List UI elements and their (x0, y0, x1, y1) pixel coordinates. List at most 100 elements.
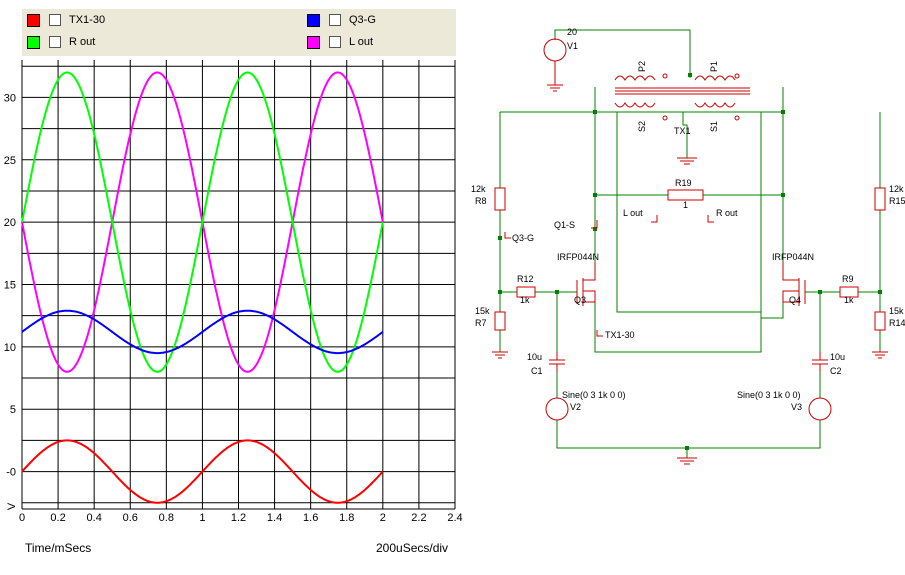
svg-text:12k: 12k (889, 184, 904, 194)
y-tick-label: 10 (4, 342, 16, 354)
r12-resistor-icon (516, 286, 536, 298)
r15-resistor-icon (874, 187, 886, 211)
x-tick-label: 1.8 (339, 512, 354, 524)
r9-resistor-icon (839, 286, 859, 298)
s2-coil-icon (614, 102, 656, 108)
x-tick-label: 0 (19, 512, 25, 524)
svg-text:R14: R14 (889, 318, 905, 328)
legend-checkbox[interactable] (49, 14, 61, 26)
legend-label: R out (69, 36, 96, 48)
svg-text:R12: R12 (517, 274, 534, 284)
q4-mosfet-icon (782, 262, 806, 306)
x-tick-label: 2 (380, 512, 386, 524)
x-tick-label: 0.6 (123, 512, 138, 524)
svg-text:TX1-30: TX1-30 (605, 330, 635, 340)
svg-text:L out: L out (623, 208, 643, 218)
svg-text:IRFP044N: IRFP044N (772, 252, 814, 262)
circuit-schematic: 20 V1 P2 P1 S2 S1 TX1 R19 1 L out R out … (471, 27, 905, 465)
svg-text:10u: 10u (527, 352, 542, 362)
svg-text:S2: S2 (637, 121, 647, 132)
legend-swatch (27, 35, 40, 49)
svg-text:V1: V1 (567, 41, 578, 51)
svg-text:TX1: TX1 (674, 126, 691, 136)
x-tick-label: 1 (199, 512, 205, 524)
components (492, 38, 888, 465)
y-tick-label: 30 (4, 92, 16, 104)
svg-text:Sine(0 3 1k 0 0): Sine(0 3 1k 0 0) (737, 390, 801, 400)
svg-text:P1: P1 (709, 61, 719, 72)
x-tick-label: 0.8 (159, 512, 174, 524)
legend-checkbox[interactable] (329, 36, 341, 48)
v1-source-icon (543, 38, 567, 62)
series-line-tx1-30 (21, 439, 384, 504)
q3-mosfet-icon (576, 262, 596, 306)
svg-text:15k: 15k (889, 306, 904, 316)
wires (499, 29, 881, 458)
x-tick-label: 1.2 (231, 512, 246, 524)
schematic-labels: 20 V1 P2 P1 S2 S1 TX1 R19 1 L out R out … (471, 27, 905, 412)
svg-text:R8: R8 (475, 196, 487, 206)
r19-resistor-icon (667, 189, 704, 201)
svg-text:V3: V3 (791, 402, 802, 412)
svg-text:1k: 1k (844, 295, 854, 305)
legend-swatch (307, 13, 320, 27)
y-tick-label: 25 (4, 155, 16, 167)
y-tick-label: 20 (4, 217, 16, 229)
y-tick-label: 5 (10, 404, 16, 416)
svg-text:Q3-G: Q3-G (512, 233, 534, 243)
v3-source-icon (808, 397, 832, 421)
svg-text:V2: V2 (570, 402, 581, 412)
x-tick-label: 2.4 (447, 512, 462, 524)
svg-text:R19: R19 (675, 178, 692, 188)
waveform-panel: 0 0.2 0.4 0.6 0.8 1 1.2 1.4 1.6 1.8 2 2.2 2.4 -0 5 10 15… (3, 9, 463, 555)
svg-text:S1: S1 (709, 121, 719, 132)
svg-text:R7: R7 (475, 318, 487, 328)
svg-text:15k: 15k (475, 306, 490, 316)
legend-label: L out (349, 36, 374, 48)
legend: TX1-30 Q3-G R out L out (22, 9, 456, 56)
legend-swatch (307, 35, 320, 49)
x-axis-label: Time/mSecs (25, 541, 92, 555)
legend-checkbox[interactable] (329, 14, 341, 26)
svg-text:P2: P2 (637, 61, 647, 72)
legend-item-tx1-30[interactable]: TX1-30 (27, 13, 105, 27)
series-line-q3-g (21, 309, 384, 355)
svg-text:R out: R out (716, 208, 738, 218)
y-unit-label: V (6, 502, 18, 510)
x-tick-label: 1.4 (267, 512, 282, 524)
svg-text:Q3: Q3 (574, 295, 586, 305)
svg-text:12k: 12k (471, 184, 486, 194)
svg-text:C1: C1 (531, 366, 543, 376)
legend-item-q3-g[interactable]: Q3-G (307, 13, 376, 27)
svg-text:IRFP044N: IRFP044N (557, 252, 599, 262)
legend-label: TX1-30 (69, 14, 106, 26)
y-tick-label: 15 (4, 280, 16, 292)
svg-text:20: 20 (567, 27, 577, 37)
legend-checkbox[interactable] (49, 36, 61, 48)
p2-coil-icon (614, 75, 656, 81)
x-tick-label: 0.2 (50, 512, 65, 524)
legend-swatch (27, 13, 40, 27)
waveform-chart: 0 0.2 0.4 0.6 0.8 1 1.2 1.4 1.6 1.8 2 2.2 2.4 -0 5 10 15… (4, 60, 463, 524)
y-tick-label: -0 (6, 467, 16, 479)
svg-text:Q4: Q4 (789, 295, 801, 305)
r7-resistor-icon (494, 311, 506, 331)
p1-coil-icon (694, 75, 736, 81)
legend-item-r-out[interactable]: R out (27, 35, 95, 49)
svg-text:C2: C2 (830, 366, 842, 376)
svg-text:1k: 1k (520, 295, 530, 305)
svg-text:R9: R9 (842, 274, 854, 284)
svg-text:1: 1 (683, 200, 688, 210)
scale-label: 200uSecs/div (376, 541, 449, 555)
r14-resistor-icon (874, 311, 886, 331)
x-tick-label: 1.6 (303, 512, 318, 524)
r8-resistor-icon (494, 187, 506, 211)
x-tick-label: 2.2 (411, 512, 426, 524)
v2-source-icon (545, 397, 569, 421)
legend-item-l-out[interactable]: L out (307, 35, 373, 49)
svg-text:10u: 10u (830, 352, 845, 362)
svg-text:Sine(0 3 1k 0 0): Sine(0 3 1k 0 0) (562, 390, 626, 400)
x-tick-label: 0.4 (87, 512, 102, 524)
series-line-r-out (21, 71, 384, 373)
s1-coil-icon (694, 102, 736, 108)
